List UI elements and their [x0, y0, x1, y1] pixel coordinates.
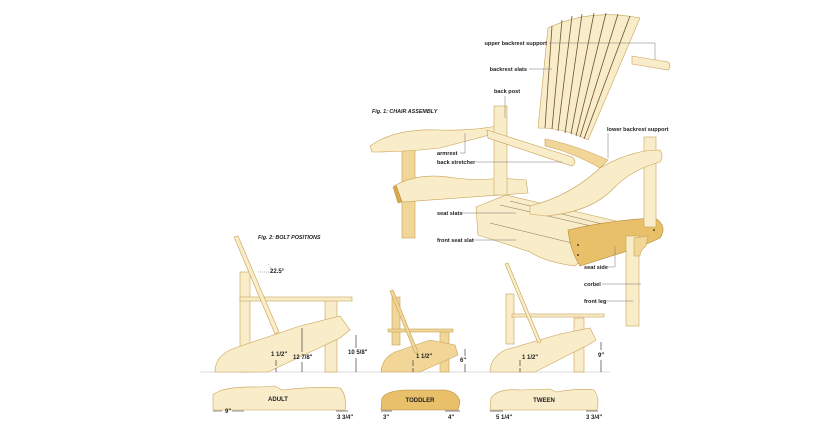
- toddler-name: TODDLER: [406, 398, 436, 404]
- fig1-chair-assembly: Fig. 1: CHAIR ASSEMBLY: [369, 12, 671, 327]
- right-armrest-drawing: [529, 149, 663, 217]
- label-corbel: corbel: [584, 282, 601, 288]
- label-backrest-slats: backrest slats: [490, 67, 527, 73]
- label-front-seat-slat: front seat slat: [437, 238, 474, 244]
- label-upper-backrest-support: upper backrest support: [485, 41, 548, 47]
- adult-name: ADULT: [268, 397, 288, 403]
- backrest-slats-drawing: [537, 12, 641, 141]
- tween-side-view: 1 1/2" 9" TWEEN 5 1/4" 3 3/4": [489, 262, 604, 421]
- toddler-profile: [380, 389, 461, 411]
- upper-backrest-support-drawing: [631, 55, 671, 71]
- toddler-rear-offset: 3": [383, 415, 389, 421]
- adult-profile: [212, 385, 346, 411]
- toddler-side-view: 1 1/2" 6" TODDLER 3" 4": [380, 289, 466, 421]
- adult-front-height: 10 5/8": [348, 350, 368, 356]
- fig1-title: Fig. 1: CHAIR ASSEMBLY: [372, 109, 438, 115]
- adult-seat-height: 12 7/8": [293, 355, 313, 361]
- right-seat-side-drawing: [567, 217, 664, 267]
- front-leg-drawing: [625, 235, 640, 327]
- tween-name: TWEEN: [533, 398, 555, 404]
- adult-front-offset: 3 3/4": [337, 415, 353, 421]
- toddler-front-offset: 4": [448, 415, 454, 421]
- corbel-drawing: [633, 235, 649, 257]
- tween-profile: [489, 388, 599, 411]
- label-front-leg: front leg: [584, 299, 607, 305]
- tween-bolt-height: 1 1/2": [522, 355, 538, 361]
- adult-rear-offset: 9": [225, 409, 231, 415]
- fig2-bolt-positions: Fig. 2: BOLT POSITIONS 22.5° 1 1/2" 12 7…: [200, 235, 610, 421]
- label-seat-slats: seat slats: [437, 211, 463, 217]
- fig2-title: Fig. 2: BOLT POSITIONS: [258, 235, 321, 241]
- tween-rear-offset: 5 1/4": [496, 415, 512, 421]
- toddler-front-height: 6": [460, 358, 466, 364]
- label-back-stretcher: back stretcher: [437, 160, 476, 166]
- tween-front-height: 9": [598, 353, 604, 359]
- back-post-drawing: [493, 105, 508, 196]
- lower-backrest-support-drawing: [544, 138, 609, 169]
- adult-bolt-height: 1 1/2": [271, 352, 287, 358]
- back-stretcher-drawing: [486, 129, 576, 167]
- label-back-post: back post: [494, 89, 520, 95]
- toddler-bolt-height: 1 1/2": [416, 354, 432, 360]
- adult-side-view: 22.5° 1 1/2" 12 7/8" 10 5/8" ADULT 9" 3 …: [212, 235, 368, 421]
- tween-front-offset: 3 3/4": [586, 415, 602, 421]
- angle-label: 22.5°: [270, 269, 285, 275]
- armrest-drawing: [369, 125, 498, 153]
- label-armrest: armrest: [437, 151, 458, 157]
- label-seat-side: seat side: [584, 265, 608, 271]
- label-lower-backrest-support: lower backrest support: [607, 127, 669, 133]
